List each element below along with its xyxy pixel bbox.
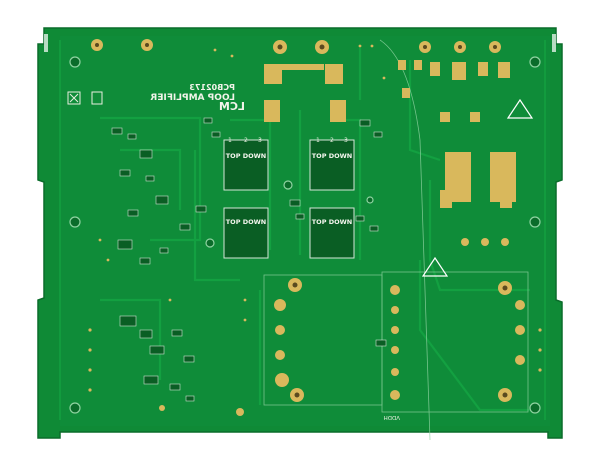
chip-footprint-3 <box>223 207 269 259</box>
vias <box>88 44 542 392</box>
board-title: LCM LOOP AMPLIFIER PCB02173 <box>150 83 245 113</box>
svg-text:1: 1 <box>316 137 320 144</box>
chip-label-3: TOP DOWN <box>226 218 267 226</box>
warning-icon <box>421 98 534 277</box>
chip-footprint-2 <box>309 139 355 191</box>
chip-label-4: TOP DOWN <box>312 218 353 226</box>
svg-text:3: 3 <box>258 137 262 144</box>
chip-footprint-4 <box>309 207 355 259</box>
chip-label-1: TOP DOWN <box>226 152 267 160</box>
board-brand: LCM <box>219 100 245 113</box>
smd-components <box>111 117 387 402</box>
gold-smd-pads-right <box>398 60 516 246</box>
gold-pads-bottom <box>159 278 525 416</box>
gold-pads-top <box>91 39 501 54</box>
board-title-line2: PCB02173 <box>189 83 235 92</box>
cert-marks <box>67 91 103 105</box>
chip-label-2: TOP DOWN <box>312 152 353 160</box>
pin-numbers: 1 2 3 1 2 3 <box>228 137 348 144</box>
gold-smd-pads-center <box>264 64 346 122</box>
chip-labels: TOP DOWN TOP DOWN TOP DOWN TOP DOWN <box>226 152 353 226</box>
mounting-holes <box>69 56 541 414</box>
chip-footprints <box>223 139 355 259</box>
board-title-line1: LOOP AMPLIFIER <box>150 93 235 103</box>
chip-footprint-1 <box>223 139 269 191</box>
bottom-label: VDDH <box>384 414 400 420</box>
svg-text:2: 2 <box>330 137 334 144</box>
svg-text:2: 2 <box>244 137 248 144</box>
svg-text:1: 1 <box>228 137 232 144</box>
svg-text:3: 3 <box>344 137 348 144</box>
